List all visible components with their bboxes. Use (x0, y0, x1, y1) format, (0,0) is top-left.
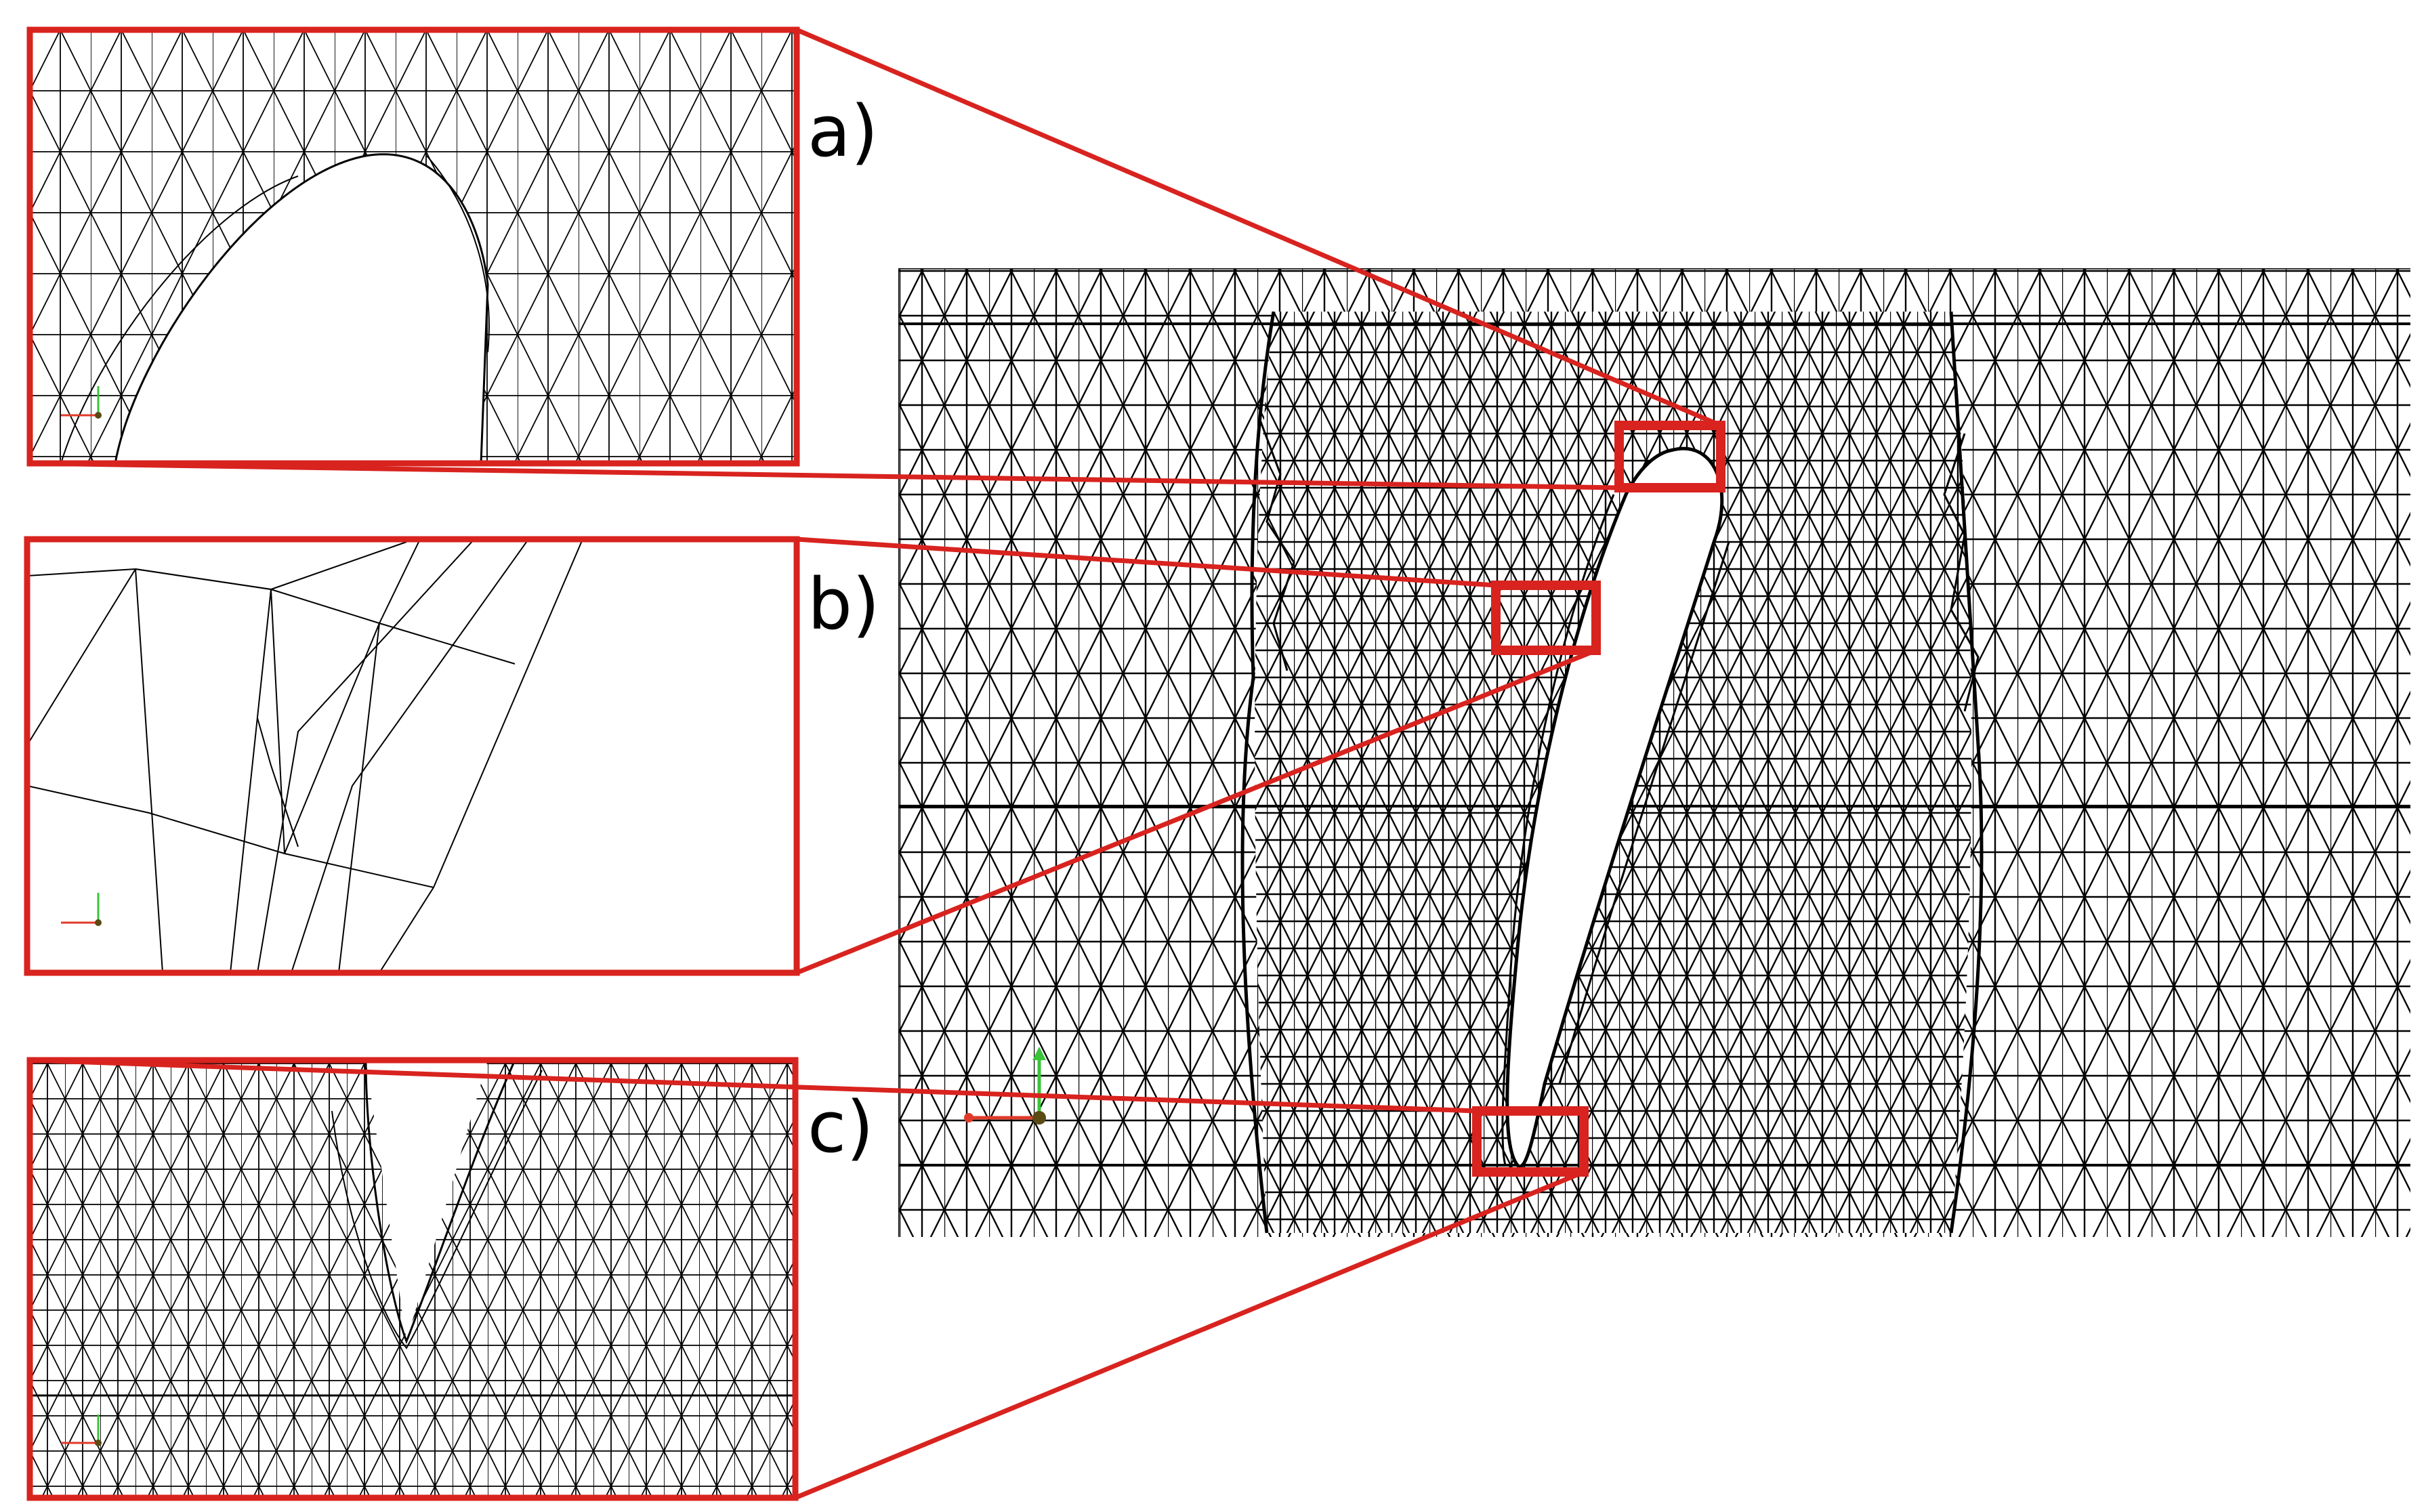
connector-b-top (796, 537, 1496, 588)
highlight-box-c (1472, 1106, 1589, 1177)
connector-b-bottom (795, 648, 1597, 975)
highlight-box-b (1491, 581, 1601, 655)
zoom-panel-c (26, 1057, 799, 1501)
connector-lines (29, 27, 1722, 1500)
zoom-panel-a (26, 26, 800, 467)
zoom-panel-b (24, 536, 800, 976)
coordinate-axes-icon (61, 1414, 102, 1446)
panel-label-c: c) (808, 1086, 874, 1169)
zoom-frame-a (26, 26, 800, 467)
zoom-frame-b (24, 536, 800, 976)
connector-c-bottom (794, 1169, 1585, 1500)
zoom-frame-c (26, 1057, 799, 1501)
connector-a-bottom (29, 461, 1620, 490)
panel-label-a: a) (808, 90, 878, 173)
panel-label-b: b) (808, 563, 880, 646)
main-mesh-view (898, 268, 2410, 1237)
highlight-boxes (1472, 421, 1725, 1177)
connector-c-top (29, 1057, 1478, 1114)
highlight-box-a (1614, 421, 1725, 492)
connector-a-top (795, 27, 1722, 428)
coordinate-axes-icon (964, 1047, 1046, 1125)
coordinate-axes-icon (61, 893, 102, 926)
coordinate-axes-icon (61, 386, 102, 419)
